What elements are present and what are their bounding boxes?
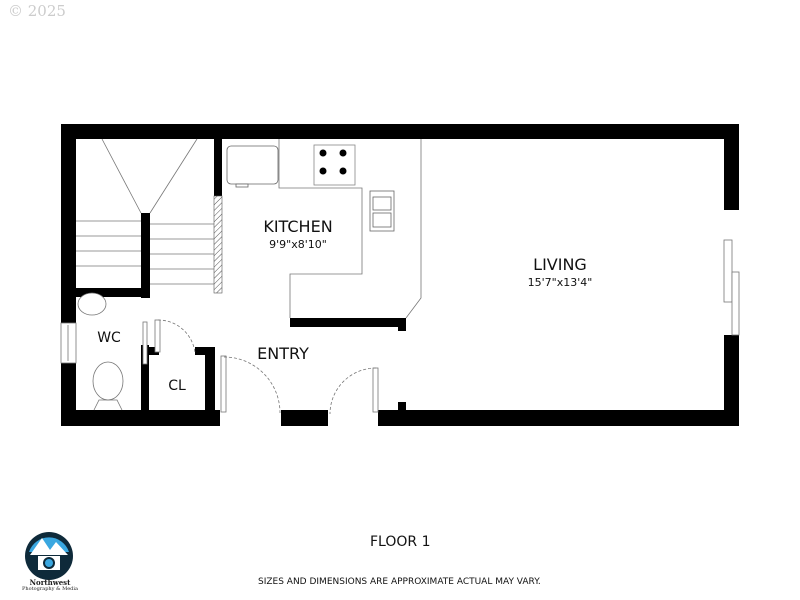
- room-closet-name: CL: [168, 378, 186, 394]
- logo-text: Northwest Photography & Media: [18, 578, 82, 592]
- kitchen-sink: [369, 190, 395, 232]
- room-labels: KITCHEN 9'9"x8'10" LIVING 15'7"x13'4" WC…: [97, 217, 592, 394]
- copyright-watermark: © 2025: [8, 2, 66, 20]
- wc-fixtures: [77, 292, 124, 411]
- room-kitchen-size: 9'9"x8'10": [269, 238, 327, 251]
- logo-name: Northwest: [29, 578, 71, 587]
- room-wc-name: WC: [97, 330, 121, 346]
- room-entry-name: ENTRY: [257, 344, 309, 363]
- logo-tagline: Photography & Media: [22, 586, 78, 592]
- kitchen-counter: [278, 139, 422, 319]
- room-living-name: LIVING: [533, 255, 587, 274]
- floor-label: FLOOR 1: [370, 534, 431, 550]
- disclaimer: SIZES AND DIMENSIONS ARE APPROXIMATE ACT…: [258, 577, 541, 587]
- stairs: [76, 138, 214, 285]
- walls: [61, 124, 739, 426]
- stove: [313, 144, 356, 186]
- fridge: [226, 145, 279, 188]
- company-logo: [25, 532, 73, 580]
- doors: [142, 319, 379, 415]
- room-living-size: 15'7"x13'4": [528, 276, 593, 289]
- half-wall: [213, 195, 223, 294]
- windows: [60, 239, 740, 364]
- room-kitchen-name: KITCHEN: [263, 217, 332, 236]
